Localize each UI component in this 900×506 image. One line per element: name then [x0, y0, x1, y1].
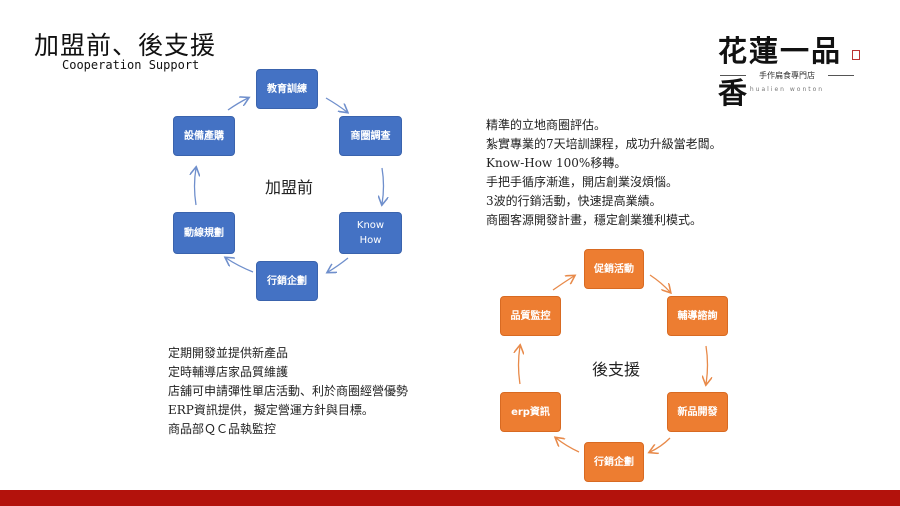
arrow-marketing-to-erp [556, 438, 580, 453]
logo-wordmark: 花蓮一品香 [718, 34, 843, 110]
node-marketing-plan-before: 行銷企劃 [256, 261, 318, 301]
arrow-quality-to-promo [552, 276, 574, 291]
list-item: Know-How 100%移轉。 [486, 156, 627, 170]
arrow-equipment-to-training [227, 98, 248, 111]
list-item: ERP資訊提供，擬定營運方針與目標。 [168, 403, 374, 417]
arrow-promo-to-consult [649, 274, 670, 292]
arrow-newproduct-to-marketing [650, 437, 671, 452]
arrow-consult-to-newproduct [706, 345, 708, 384]
node-consulting: 輔導諮詢 [667, 296, 728, 336]
node-equipment-purchase: 設備產購 [173, 116, 235, 156]
arrow-knowhow-to-marketing [328, 257, 349, 272]
page-title: 加盟前、後支援 [34, 31, 217, 60]
arrow-erp-to-quality [519, 346, 521, 385]
logo-divider-left [720, 75, 746, 76]
node-know-how-line2: How [359, 235, 382, 246]
node-area-survey: 商圈調查 [339, 116, 402, 156]
node-education-training: 教育訓練 [256, 69, 318, 109]
before-support-list: 精準的立地商圈評估。 紮實專業的7天培訓課程，成功升級當老闆。 Know-How… [486, 116, 722, 230]
arrow-layout-to-equipment [195, 168, 197, 206]
list-item: 手把手循序漸進，開店創業沒煩惱。 [486, 175, 679, 189]
list-item: 定期開發並提供新產品 [168, 346, 289, 360]
list-item: 定時輔導店家品質維護 [168, 365, 289, 379]
logo-seal-icon [852, 50, 860, 60]
page-subtitle: Cooperation Support [62, 58, 200, 72]
node-promotion: 促銷活動 [584, 249, 644, 289]
after-center-label: 後支援 [592, 360, 641, 379]
arrow-survey-to-knowhow [382, 167, 384, 204]
list-item: 3波的行銷活動，快速提高業績。 [486, 194, 662, 208]
arrow-training-to-survey [325, 97, 347, 112]
node-know-how: Know How [339, 212, 402, 254]
logo-divider-right [828, 75, 854, 76]
list-item: 精準的立地商圈評估。 [486, 118, 607, 132]
list-item: 店舖可申請彈性單店活動、利於商圈經營優勢 [168, 384, 409, 398]
node-erp-info: erp資訊 [500, 392, 561, 432]
node-marketing-plan-after: 行銷企劃 [584, 442, 644, 482]
node-flow-layout: 動線規劃 [173, 212, 235, 254]
footer-bar [0, 490, 900, 506]
brand-logo: 花蓮一品香 手作扁食專門店 hualien wonton [712, 28, 862, 110]
after-support-list: 定期開發並提供新產品 定時輔導店家品質維護 店舖可申請彈性單店活動、利於商圈經營… [168, 344, 408, 439]
list-item: 商圈客源開發計畫，穩定創業獲利模式。 [486, 213, 703, 227]
list-item: 紮實專業的7天培訓課程，成功升級當老闆。 [486, 137, 722, 151]
logo-romanized: hualien wonton [749, 86, 825, 93]
before-center-label: 加盟前 [265, 178, 314, 197]
arrow-marketing-to-layout [226, 258, 254, 273]
list-item: 商品部ＱＣ品執監控 [168, 422, 277, 436]
node-quality-control: 品質監控 [500, 296, 561, 336]
node-know-how-line1: Know [356, 220, 385, 231]
node-new-product: 新品開發 [667, 392, 728, 432]
logo-tagline: 手作扁食專門店 [759, 71, 815, 80]
